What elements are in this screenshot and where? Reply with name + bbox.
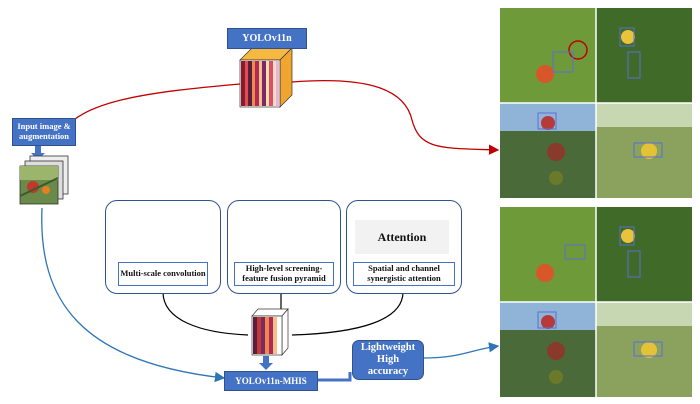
module-label-multi-scale: Multi-scale convolution [118, 262, 208, 286]
module-label-pyramid: High-level screening-feature fusion pyra… [234, 262, 334, 286]
red-path-yolov11n-to-output [291, 79, 500, 155]
attention-title: Attention [355, 220, 449, 254]
connector-module1 [162, 291, 249, 336]
yolov11n-cube [239, 47, 293, 108]
input-image-stack [19, 155, 69, 205]
connector-module3 [291, 291, 404, 336]
red-path-input-to-yolov11n [59, 83, 241, 136]
yolov11n-label: YOLOv11n [227, 28, 307, 49]
module-label-attention: Spatial and channel synergistic attentio… [353, 262, 455, 286]
arrow-mhis-to-result [318, 372, 352, 382]
output-grid-top [500, 8, 692, 198]
result-lightweight-high-accuracy: Lightweight High accuracy [352, 340, 424, 380]
blue-path-input-to-mhis [41, 207, 226, 383]
input-image-augmentation-label: Input image & augmentation [12, 118, 76, 146]
yolov11n-mhis-cube [251, 308, 289, 356]
output-grid-bottom [500, 207, 692, 397]
blue-path-result-to-output [423, 342, 500, 359]
yolov11n-mhis-label: YOLOv11n-MHIS [224, 371, 318, 391]
